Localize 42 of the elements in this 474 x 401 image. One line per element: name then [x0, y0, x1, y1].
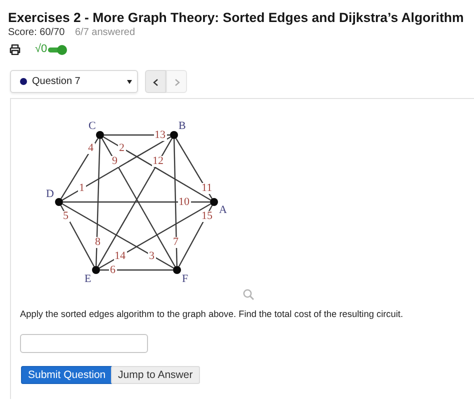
vertex-label: D — [46, 188, 54, 200]
edge-label: 9 — [111, 156, 118, 166]
page-title: Exercises 2 - More Graph Theory: Sorted Edges and Dijkstra’s Algorithm — [8, 10, 464, 26]
vertex-label: A — [219, 204, 227, 216]
edge-label: 1 — [78, 182, 86, 194]
edge-label: 7 — [172, 236, 180, 248]
edge-label: 5 — [62, 210, 70, 222]
edge-line — [62, 203, 174, 269]
edge-line — [60, 138, 98, 199]
edge-label: 8 — [94, 236, 102, 248]
edge-label: 14 — [114, 250, 126, 262]
edge-label: 11 — [200, 182, 214, 194]
vertex-label: F — [182, 274, 188, 284]
edge-line — [99, 203, 211, 269]
progress-text: 6/7 answered — [75, 27, 136, 39]
edge-line — [63, 201, 210, 203]
submit-button: Submit Question — [21, 366, 113, 384]
edge-label: 13 — [154, 130, 166, 140]
score-text: Score: 60/70 — [8, 27, 65, 39]
question-text: Apply the sorted edges algorithm to the graph above. Find the total cost of the resulting circuit. — [20, 309, 404, 320]
edge-line — [174, 138, 178, 266]
edge-label: 2 — [118, 142, 126, 154]
edge-line — [96, 138, 100, 266]
edge-label: 12 — [152, 156, 164, 166]
vertex-label: C — [88, 120, 96, 132]
jump-to-answer-button: Jump to Answer — [111, 366, 200, 384]
vertex-label: B — [178, 120, 186, 132]
question-dropdown: Question 7 — [10, 70, 138, 93]
edge-line — [178, 205, 213, 267]
vertex-label: E — [84, 274, 92, 284]
edge-label: 15 — [200, 210, 214, 222]
edge-line — [176, 138, 212, 199]
edge-label: 4 — [87, 142, 94, 154]
edge-line — [60, 205, 95, 267]
edge-label: 6 — [109, 264, 116, 276]
edge-label: 10 — [178, 196, 190, 208]
edge-line — [62, 136, 171, 200]
edge-label: 3 — [148, 250, 156, 262]
edge-line — [104, 134, 170, 136]
edge-line — [100, 269, 173, 271]
edge-line — [103, 136, 211, 200]
math-toggle-label: √0 — [35, 43, 48, 56]
